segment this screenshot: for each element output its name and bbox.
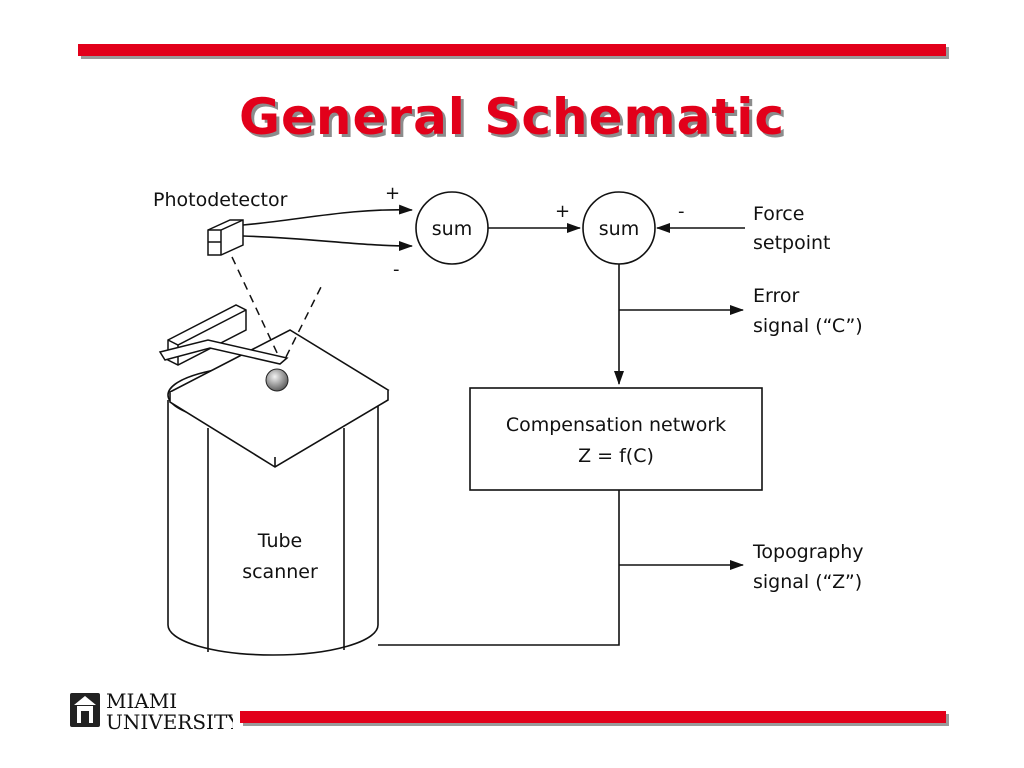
error-signal-label-line1: Error: [753, 285, 800, 307]
compensation-label-line1: Compensation network: [506, 414, 726, 436]
tube-scanner-label-line2: scanner: [242, 561, 318, 583]
force-setpoint-label-line2: setpoint: [753, 232, 831, 254]
sum1-plus-sign: +: [385, 183, 400, 204]
sum1-minus-sign: -: [393, 259, 400, 280]
photodetector-signal-lines: [242, 204, 413, 251]
laser-beam: [231, 256, 323, 358]
tube-scanner-label-line1: Tube: [257, 530, 303, 552]
logo-text-line1: MIAMI: [106, 689, 177, 713]
university-seal-icon: [70, 693, 100, 727]
logo-text-line2: UNIVERSITY: [106, 710, 233, 733]
sum1-label: sum: [432, 218, 472, 240]
bottom-divider-bar: [240, 711, 946, 723]
photodetector-label: Photodetector: [153, 189, 288, 211]
top-divider-bar: [78, 44, 946, 56]
compensation-label-line2: Z = f(C): [578, 445, 654, 467]
force-setpoint-label-line1: Force: [753, 203, 804, 225]
error-signal-label-line2: signal (“C”): [753, 315, 863, 337]
sum2-label: sum: [599, 218, 639, 240]
probe-tip-sphere: [265, 368, 289, 392]
compensation-network-box: [469, 387, 763, 491]
topography-label-line2: signal (“Z”): [753, 571, 862, 593]
slide-title: General Schematic: [238, 88, 786, 146]
miami-university-logo: MIAMI UNIVERSITY: [70, 689, 233, 733]
photodetector-shape: [207, 219, 244, 256]
sum2-plus-sign: +: [555, 201, 570, 222]
sum2-minus-sign: -: [678, 201, 685, 222]
topography-label-line1: Topography: [752, 541, 864, 563]
compensation-to-scanner-line: [378, 490, 620, 646]
cantilever: [158, 339, 289, 365]
tube-scanner: [167, 329, 390, 656]
